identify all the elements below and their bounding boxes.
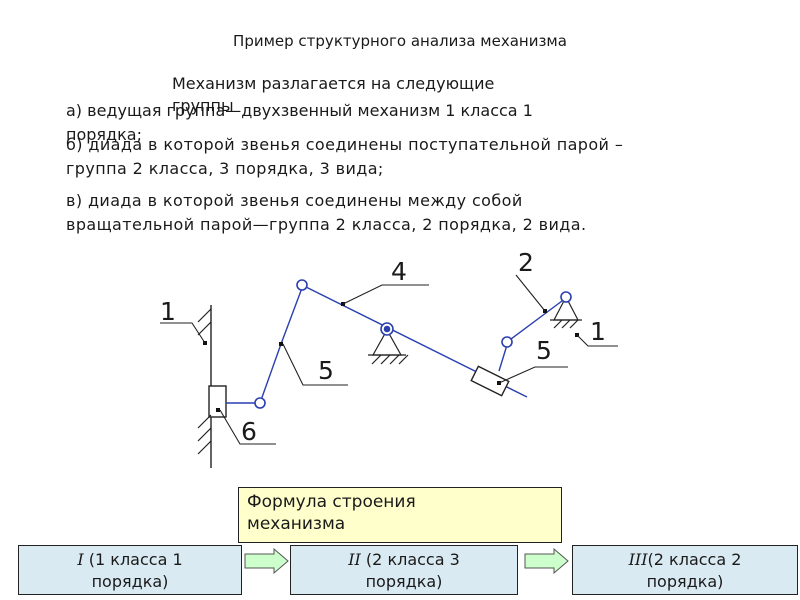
intro-text-line1: Механизм разлагается на следующие (172, 74, 495, 93)
slider-5-stem (498, 344, 508, 372)
link-2 (506, 297, 567, 343)
ground-support-center (368, 328, 409, 365)
label-link-2: 2 (518, 248, 534, 277)
label-link-4: 4 (391, 257, 407, 286)
group-3-text: (2 класса 2 (647, 550, 742, 569)
label-link-1-left: 1 (160, 297, 176, 326)
item-c-line1: в) диада в которой звенья соединены межд… (66, 191, 523, 210)
joint-crank-pivot (560, 291, 572, 303)
item-a-line1: а) ведущая группа—двухзвенный механизм 1… (66, 101, 533, 120)
joint-crank-end (501, 336, 513, 348)
group-3-roman: III (628, 550, 648, 569)
item-b-line1: б) диада в которой звенья соединены пост… (66, 135, 624, 154)
label-link-5-left: 5 (318, 356, 334, 385)
formula-line1: Формула строения (247, 492, 416, 512)
arrow-right-icon (524, 548, 569, 574)
slider-6 (208, 385, 227, 418)
ground-hatch-left (197, 308, 212, 455)
group-2-roman: II (348, 550, 361, 569)
joint-slider-6 (254, 397, 266, 409)
formula-line2: механизма (247, 514, 346, 534)
link-5-upper (280, 287, 303, 345)
group-2-text-line2: порядка) (365, 572, 443, 591)
joint-b (296, 279, 308, 291)
item-a-line2: порядка; (66, 125, 142, 144)
joints (254, 279, 572, 409)
link-5-lower (259, 343, 282, 404)
label-link-1-right: 1 (590, 317, 606, 346)
label-link-5-right: 5 (536, 336, 552, 365)
group-box-2: II (2 класса 3 порядка) (290, 545, 518, 595)
item-b-line2: группа 2 класса, 3 порядка, 3 вида; (66, 159, 384, 178)
item-c-line2: вращательной парой—группа 2 класса, 2 по… (66, 215, 587, 234)
ground-support-right (550, 295, 582, 329)
group-1-roman: I (77, 550, 84, 569)
group-2-text: (2 класса 3 (360, 550, 460, 569)
mechanism-links (208, 284, 567, 468)
slide-title: Пример структурного анализа механизма (233, 32, 567, 50)
label-link-6: 6 (241, 417, 257, 446)
leader-lines (160, 274, 618, 445)
group-3-text-line2: порядка) (646, 572, 724, 591)
slider-5-right (470, 365, 510, 397)
intro-text-line2: группы (172, 96, 234, 115)
group-1-text: (1 класса 1 (83, 550, 183, 569)
arrow-right-icon (244, 548, 289, 574)
group-box-3: III(2 класса 2 порядка) (572, 545, 798, 595)
formula-box: Формула строения механизма (238, 487, 562, 543)
group-1-text-line2: порядка) (91, 572, 169, 591)
group-box-1: I (1 класса 1 порядка) (18, 545, 242, 595)
